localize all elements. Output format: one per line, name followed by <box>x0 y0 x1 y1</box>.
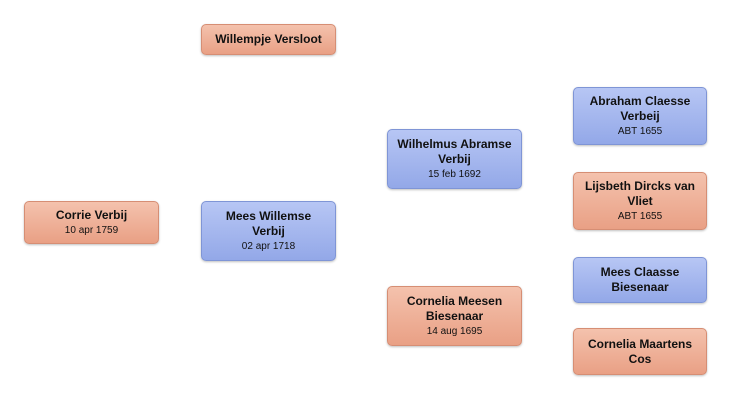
person-name: Corrie Verbij <box>55 208 128 222</box>
person-date: 14 aug 1695 <box>426 326 483 337</box>
person-name: Cornelia Maartens Cos <box>587 336 693 366</box>
person-name: Mees Willemse Verbij <box>225 209 312 238</box>
person-node-mees-willemse-verbij[interactable]: Mees Willemse Verbij 02 apr 1718 <box>201 201 336 261</box>
person-node-wilhelmus-abramse-verbij[interactable]: Wilhelmus Abramse Verbij 15 feb 1692 <box>387 129 522 189</box>
person-name: Cornelia Meesen Biesenaar <box>406 294 503 323</box>
person-node-corrie-verbij[interactable]: Corrie Verbij 10 apr 1759 <box>24 201 159 244</box>
person-node-willempje-versloot[interactable]: Willempje Versloot <box>201 24 336 55</box>
person-name: Wilhelmus Abramse Verbij <box>397 137 512 166</box>
person-name: Mees Claasse Biesenaar <box>600 265 680 294</box>
person-date: 02 apr 1718 <box>241 241 296 252</box>
person-node-mees-claasse-biesenaar[interactable]: Mees Claasse Biesenaar <box>573 257 707 303</box>
person-node-cornelia-maartens-cos[interactable]: Cornelia Maartens Cos <box>573 328 707 375</box>
person-name: Lijsbeth Dircks van Vliet <box>584 179 696 208</box>
person-name: Abraham Claesse Verbeij <box>589 94 691 123</box>
person-date: ABT 1655 <box>617 126 663 137</box>
person-node-lijsbeth-dircks-van-vliet[interactable]: Lijsbeth Dircks van Vliet ABT 1655 <box>573 172 707 230</box>
person-date: 10 apr 1759 <box>64 225 119 236</box>
person-node-cornelia-meesen-biesenaar[interactable]: Cornelia Meesen Biesenaar 14 aug 1695 <box>387 286 522 346</box>
person-node-abraham-claesse-verbeij[interactable]: Abraham Claesse Verbeij ABT 1655 <box>573 87 707 145</box>
person-date: ABT 1655 <box>617 211 663 222</box>
person-date: 15 feb 1692 <box>428 169 481 180</box>
person-name: Willempje Versloot <box>215 32 322 46</box>
